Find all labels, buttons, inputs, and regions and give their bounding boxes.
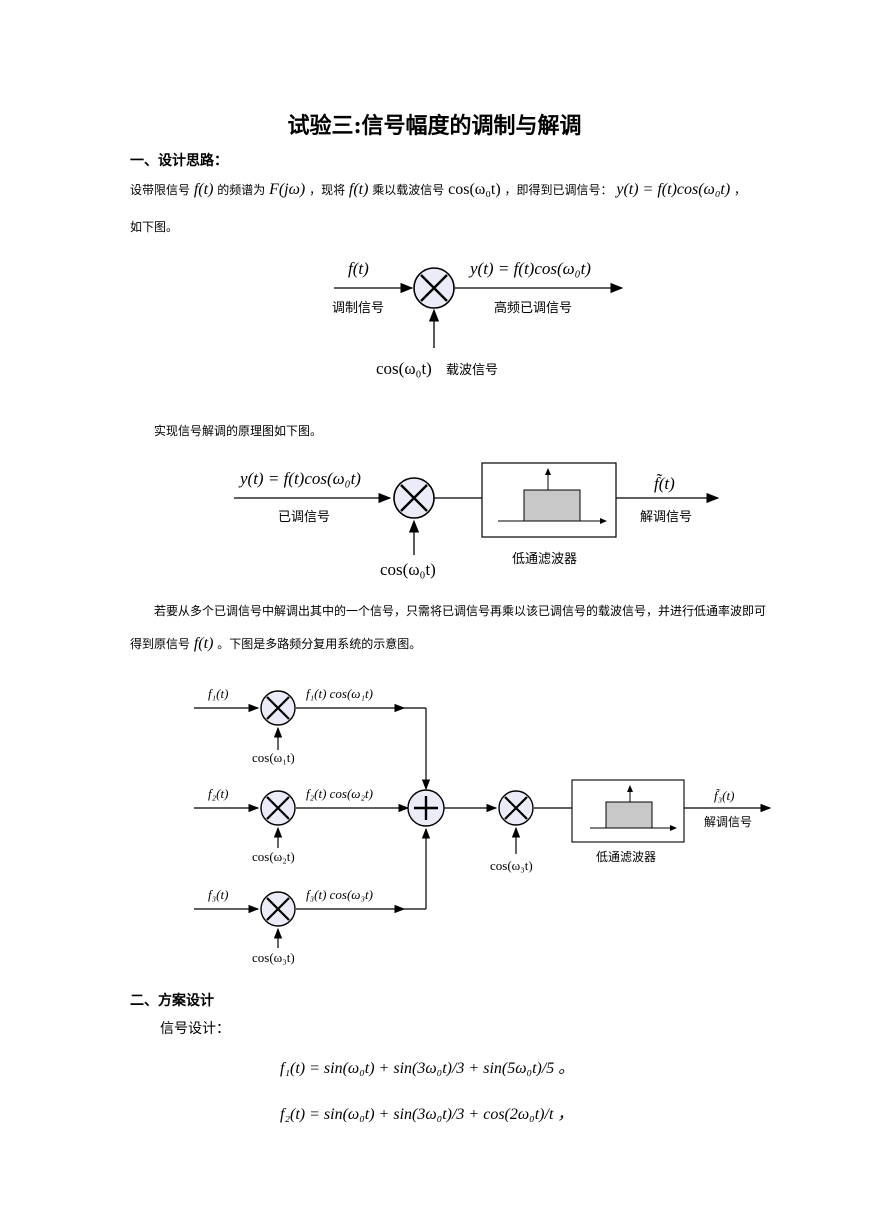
carrier-math: cos(ω₀t) [380,560,436,579]
summer-icon [407,789,445,827]
f2-label: f₂(t) [208,786,228,801]
section-heading-design-idea: 一、设计思路： [130,153,228,169]
output-signal-label: 解调信号 [704,815,752,829]
output-signal-math: f̃₃(t) [714,788,734,803]
input-signal-label: 已调信号 [278,510,330,525]
modulation-diagram: f(t) 调制信号 y(t) = f(t)cos(ω₀t) 高频已调信号 cos… [332,259,624,378]
input-signal-label: 调制信号 [332,301,384,316]
paragraph-fdm-line2: 得到原信号 f(t) 。下图是多路频分复用系统的示意图。 [130,635,422,652]
f2-out-label: f₂(t) cos(ω₂t) [306,786,373,801]
multiplier-icon-2 [260,790,296,826]
demodulation-diagram: y(t) = f(t)cos(ω₀t) 已调信号 cos(ω₀t) 低通滤波器 … [234,462,720,579]
output-signal-math: y(t) = f(t)cos(ω₀t) [468,259,591,278]
filter-label: 低通滤波器 [512,552,577,567]
page-title: 试验三:信号幅度的调制与解调 [287,113,582,139]
input-signal-math: y(t) = f(t)cos(ω₀t) [238,469,361,488]
input-signal-math: f(t) [348,259,369,278]
carrier-math: cos(ω₀t) [376,359,432,378]
f3-label: f₃(t) [208,887,228,902]
demod-carrier-label: cos(ω₃t) [490,858,533,873]
output-signal-label: 高频已调信号 [494,300,572,316]
paragraph-intro: 设带限信号 f(t) 的频谱为 F(jω) ，现将 f(t) 乘以载波信号 co… [130,181,747,198]
output-signal-label: 解调信号 [640,510,692,525]
paragraph-fdm-line1: 若要从多个已调信号中解调出其中的一个信号，只需将已调信号再乘以该已调信号的载波信… [154,604,767,618]
paragraph-intro-line2: 如下图。 [130,220,179,234]
multiplier-icon-demod [498,790,534,826]
output-signal-math: f̃(t) [654,474,675,493]
f3-out-label: f₃(t) cos(ω₃t) [306,887,373,902]
filter-label: 低通滤波器 [596,850,656,864]
paragraph-demod-intro: 实现信号解调的原理图如下图。 [154,424,323,438]
c1-label: cos(ω₁t) [252,750,295,765]
multiplier-icon-3 [260,891,296,927]
multiplier-icon-1 [260,690,296,726]
c3-label: cos(ω₃t) [252,950,295,965]
equation-f1: f₁(t) = sin(ω₀t) + sin(3ω₀t)/3 + sin(5ω₀… [280,1060,575,1077]
section-heading-scheme: 二、方案设计 [130,993,214,1009]
f1-label: f₁(t) [208,686,228,701]
f1-out-label: f₁(t) cos(ω₁t) [306,686,373,701]
c2-label: cos(ω₂t) [252,849,295,864]
fdm-system-diagram: f₁(t) f₁(t) cos(ω₁t) cos(ω₁t) f₂(t) f₂(t… [194,686,772,965]
equation-f2: f₂(t) = sin(ω₀t) + sin(3ω₀t)/3 + cos(2ω₀… [280,1106,574,1123]
carrier-label: 载波信号 [446,363,498,378]
signal-design-subheading: 信号设计： [160,1021,230,1037]
